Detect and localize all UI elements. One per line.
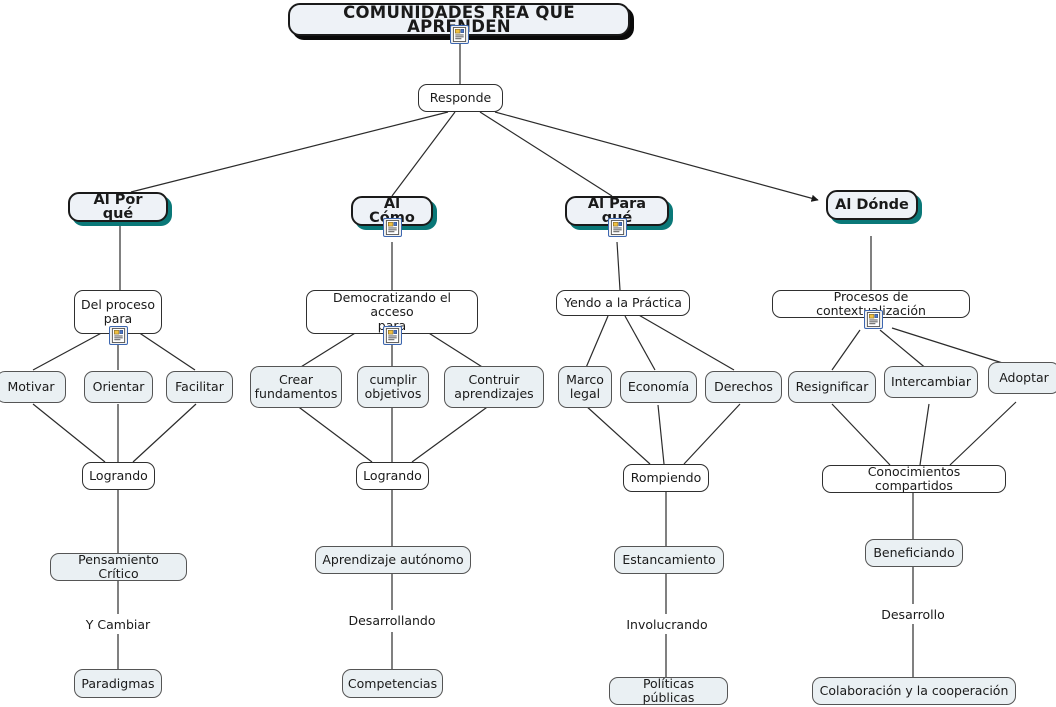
document-resource-icon[interactable] [864,310,883,329]
link-label-y-cambiar: Y Cambiar [85,616,151,632]
map-title-node[interactable]: COMUNIDADES REA QUE APRENDEN [288,3,630,36]
node-facilitar[interactable]: Facilitar [166,371,233,403]
node-orientar[interactable]: Orientar [84,371,153,403]
node-yendo-a-la-practica[interactable]: Yendo a la Práctica [556,290,690,316]
node-rompiendo[interactable]: Rompiendo [623,464,709,492]
node-contruir-aprendizajes[interactable]: Contruir aprendizajes [444,366,544,408]
node-competencias[interactable]: Competencias [342,669,443,698]
node-colaboracion-y-la-cooperacion[interactable]: Colaboración y la cooperación [812,677,1016,705]
document-resource-icon[interactable] [383,326,402,345]
document-resource-icon[interactable] [109,326,128,345]
node-cumplir-objetivos[interactable]: cumplir objetivos [357,366,429,408]
node-resignificar[interactable]: Resignificar [788,371,876,403]
node-conocimientos-compartidos[interactable]: Conocimientos compartidos [822,465,1006,493]
document-resource-icon[interactable] [608,218,627,237]
node-logrando-2[interactable]: Logrando [356,462,429,490]
node-pensamiento-critico[interactable]: Pensamiento Crítico [50,553,187,581]
node-intercambiar[interactable]: Intercambiar [884,366,978,398]
node-paradigmas[interactable]: Paradigmas [74,669,162,698]
node-crear-fundamentos[interactable]: Crear fundamentos [250,366,342,408]
node-responde[interactable]: Responde [418,84,503,112]
node-derechos[interactable]: Derechos [705,371,782,403]
node-estancamiento[interactable]: Estancamiento [614,546,724,574]
document-resource-icon[interactable] [450,25,469,44]
node-politicas-publicas[interactable]: Políticas públicas [609,677,728,705]
node-adoptar[interactable]: Adoptar [988,362,1056,394]
node-marco-legal[interactable]: Marco legal [558,366,612,408]
node-logrando-1[interactable]: Logrando [82,462,155,490]
link-label-desarrollo: Desarrollo [881,606,945,622]
link-label-desarrollando: Desarrollando [348,612,436,628]
document-resource-icon[interactable] [383,218,402,237]
branch-node-donde[interactable]: Al Dónde [826,190,918,220]
node-aprendizaje-autonomo[interactable]: Aprendizaje autónomo [315,546,471,574]
link-label-involucrando: Involucrando [626,616,708,632]
branch-node-por-que[interactable]: Al Por qué [68,192,168,222]
node-beneficiando[interactable]: Beneficiando [865,539,963,567]
node-economia[interactable]: Economía [620,371,697,403]
node-motivar[interactable]: Motivar [0,371,66,403]
